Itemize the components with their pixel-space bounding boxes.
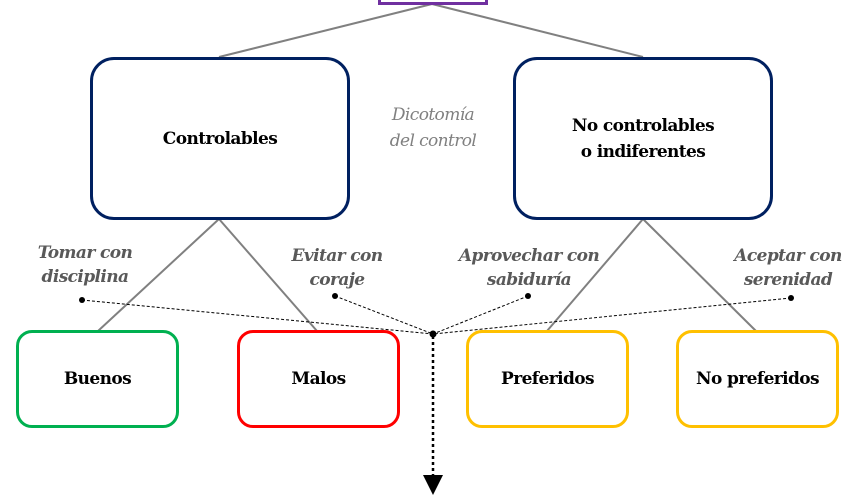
pointer-line-aceptar (432, 297, 792, 335)
pointer-dot-aceptar (788, 295, 794, 301)
category-label: Controlables (162, 128, 278, 149)
action-label-evitar: Evitar con coraje (291, 246, 383, 290)
pointer-dot-evitar (332, 293, 338, 299)
center-label-line: del control (389, 131, 477, 151)
pointer-dot-aprovechar (525, 293, 531, 299)
action-label-aprovechar: Aprovechar con sabiduría (458, 246, 600, 290)
subcategory-label: No preferidos (696, 369, 820, 389)
subcategory-box-malos: Malos (237, 330, 400, 428)
subcategory-box-no-preferidos: No preferidos (676, 330, 839, 428)
edge-no-controlables-preferidos (546, 218, 644, 332)
subcategory-label: Malos (291, 369, 346, 389)
category-box-no-controlables: No controlables o indiferentes (513, 57, 773, 220)
edge-top-controlables (218, 3, 433, 58)
top-node (378, 0, 488, 5)
action-label-aceptar: Aceptar con serenidad (734, 246, 842, 290)
subcategory-box-buenos: Buenos (16, 330, 179, 428)
pointer-line-evitar (334, 295, 434, 335)
category-label: No controlables (571, 115, 715, 136)
subcategory-label: Preferidos (501, 369, 595, 389)
pointer-line-tomar (81, 299, 434, 335)
action-label-tomar: Tomar con disciplina (37, 243, 133, 287)
pointer-hub-dot (429, 330, 437, 338)
subcategory-box-preferidos: Preferidos (466, 330, 629, 428)
center-label-line: Dicotomía (391, 105, 475, 125)
category-label: o indiferentes (580, 141, 706, 162)
edge-controlables-malos (218, 218, 318, 332)
pointer-dot-tomar (79, 297, 85, 303)
subcategory-label: Buenos (63, 369, 132, 389)
center-label: Dicotomía del control (370, 102, 496, 154)
edge-controlables-buenos (97, 218, 220, 332)
pointer-line-aprovechar (432, 295, 529, 335)
category-box-controlables: Controlables (90, 57, 350, 220)
edge-no-controlables-no-preferidos (642, 218, 757, 332)
edge-top-no-controlables (431, 3, 644, 58)
